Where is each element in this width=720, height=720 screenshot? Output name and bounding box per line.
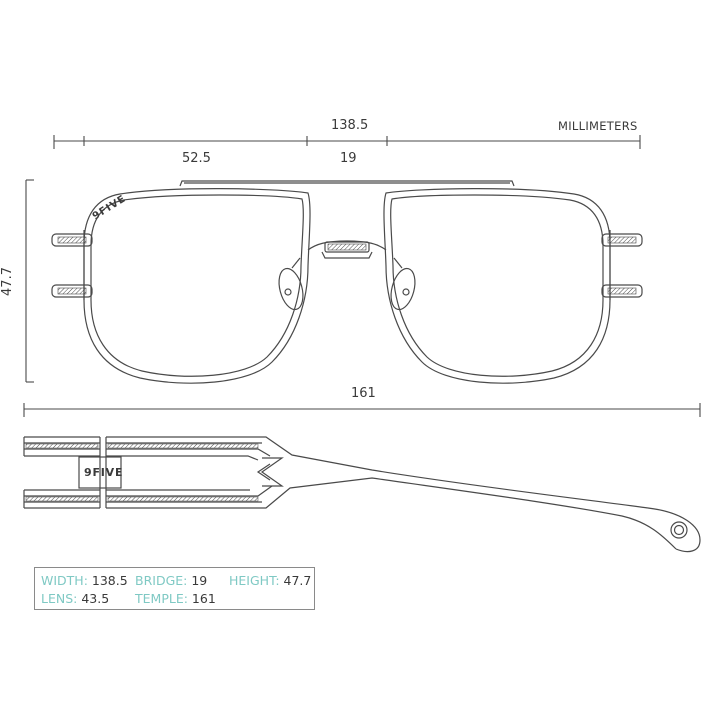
spec-height-key: HEIGHT: bbox=[229, 573, 280, 588]
temple-side-view bbox=[23, 436, 701, 553]
temple-dimension-line bbox=[23, 403, 701, 417]
height-label: 47.7 bbox=[0, 267, 15, 296]
specs-summary-box: WIDTH: 138.5 BRIDGE: 19 HEIGHT: 47.7 LEN… bbox=[34, 567, 315, 610]
spec-temple: TEMPLE: 161 bbox=[135, 591, 216, 606]
spec-lens-value: 43.5 bbox=[81, 591, 110, 606]
temple-length-label: 161 bbox=[351, 386, 376, 401]
spec-temple-key: TEMPLE: bbox=[135, 591, 188, 606]
spec-bridge: BRIDGE: 19 bbox=[135, 573, 208, 588]
spec-lens-key: LENS: bbox=[41, 591, 78, 606]
total-width-label: 138.5 bbox=[331, 118, 369, 133]
front-view bbox=[51, 180, 643, 384]
units-label: MILLIMETERS bbox=[558, 119, 638, 133]
spec-lens: LENS: 43.5 bbox=[41, 591, 110, 606]
spec-width-value: 138.5 bbox=[91, 573, 128, 588]
temple-logo: 9FIVE bbox=[84, 466, 124, 479]
spec-bridge-value: 19 bbox=[191, 573, 208, 588]
width-dimension-line bbox=[53, 135, 641, 149]
lens-width-label: 52.5 bbox=[182, 151, 211, 166]
bridge-label: 19 bbox=[340, 151, 357, 166]
spec-width: WIDTH: 138.5 bbox=[41, 573, 128, 588]
spec-height-value: 47.7 bbox=[283, 573, 312, 588]
spec-height: HEIGHT: 47.7 bbox=[229, 573, 312, 588]
spec-bridge-key: BRIDGE: bbox=[135, 573, 188, 588]
spec-width-key: WIDTH: bbox=[41, 573, 88, 588]
height-dimension-line bbox=[25, 179, 34, 383]
spec-temple-value: 161 bbox=[191, 591, 216, 606]
